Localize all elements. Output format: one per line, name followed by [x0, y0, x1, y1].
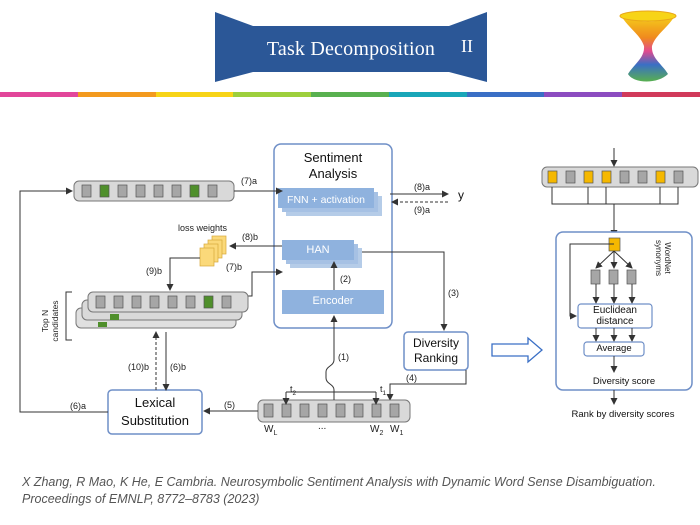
- architecture-diagram: [19, 143, 699, 435]
- stripe-segment: [155, 92, 234, 97]
- diversity-score-label: Diversity score: [592, 376, 656, 387]
- citation: X Zhang, R Mao, K He, E Cambria. Neurosy…: [22, 475, 656, 506]
- diversity-ranking-box: [403, 331, 469, 371]
- rank-label: Rank by diversity scores: [571, 409, 675, 420]
- step-10b: (10)b: [128, 362, 150, 372]
- lexical-substitution-line2: Substitution: [121, 413, 189, 428]
- sentiment-analysis-title: Sentiment Analysis: [274, 150, 392, 182]
- slide-title: Task Decomposition: [250, 26, 452, 72]
- stripe-segment: [544, 92, 623, 97]
- title-banner: Task Decomposition II: [215, 12, 487, 82]
- slide-title-suffix: II: [461, 36, 473, 56]
- loss-weights-stack: [199, 235, 227, 267]
- euclidean-line2: distance: [596, 316, 634, 327]
- banner-shape: [215, 12, 487, 82]
- output-y: y: [458, 188, 464, 202]
- candidate-rows: [75, 291, 249, 329]
- loss-weights-label: loss weights: [178, 223, 228, 233]
- top-n-candidates-label: Top N candidates: [40, 300, 60, 342]
- stripe-segment: [622, 92, 700, 97]
- step-8b: (8)b: [242, 232, 259, 242]
- stripe-segment: [311, 92, 390, 97]
- hollow-arrow-icon: [491, 336, 543, 364]
- embedding-cells-top: [81, 184, 218, 198]
- step-7b: (7)b: [226, 262, 243, 272]
- diversity-ranking-label: Diversity Ranking: [404, 336, 468, 366]
- lexical-substitution-line1: Lexical: [134, 395, 176, 410]
- step-6b: (6)b: [170, 362, 187, 372]
- step-4: (4): [406, 373, 417, 383]
- fnn-label: FNN + activation: [287, 194, 365, 206]
- sentiment-analysis-line2: Analysis: [308, 166, 358, 181]
- han-label: HAN: [306, 244, 330, 256]
- euclidean-distance-label: Euclidean distance: [578, 305, 652, 327]
- token-row: [257, 399, 411, 423]
- average-label: Average: [596, 343, 632, 354]
- step-5: (5): [224, 400, 235, 410]
- token-cells: [263, 403, 400, 418]
- stripe-segment: [77, 92, 156, 97]
- diversity-ranking-line2: Ranking: [413, 351, 459, 365]
- funnel-logo-icon: [619, 10, 677, 82]
- right-input-cells: [547, 170, 684, 184]
- han-layer-front: [282, 240, 354, 260]
- token-t1: t1: [380, 384, 387, 397]
- step-9a: (9)a: [414, 205, 431, 215]
- sentiment-analysis-line1: Sentiment: [303, 150, 363, 165]
- step-8a: (8)a: [414, 182, 431, 192]
- step-2: (2): [340, 274, 351, 284]
- step-7a: (7)a: [241, 176, 258, 186]
- token-w1: W1: [390, 424, 404, 437]
- slide-title-text: Task Decomposition: [266, 37, 436, 60]
- fnn-layer-front: [278, 188, 374, 208]
- stripe-segment: [388, 92, 467, 97]
- token-wl: WL: [264, 424, 278, 437]
- token-ellipsis: ...: [318, 421, 327, 432]
- euclidean-line1: Euclidean: [593, 305, 637, 316]
- euclidean-distance-box: [577, 303, 653, 329]
- token-w2: W2: [370, 424, 384, 437]
- diversity-ranking-line1: Diversity: [412, 336, 459, 350]
- stripe-segment: [0, 92, 78, 97]
- step-1: (1): [338, 352, 349, 362]
- wordnet-synonyms-label: WordNet synonyms: [654, 239, 672, 276]
- step-9b: (9)b: [146, 266, 163, 276]
- encoder-block: [282, 290, 384, 314]
- encoder-label: Encoder: [312, 295, 354, 307]
- stripe-segment: [233, 92, 312, 97]
- step-3: (3): [448, 288, 459, 298]
- step-6a: (6)a: [70, 401, 87, 411]
- token-t2: t2: [290, 384, 297, 397]
- lexical-substitution-label: Lexical Substitution: [108, 394, 202, 430]
- stripe-segment: [466, 92, 545, 97]
